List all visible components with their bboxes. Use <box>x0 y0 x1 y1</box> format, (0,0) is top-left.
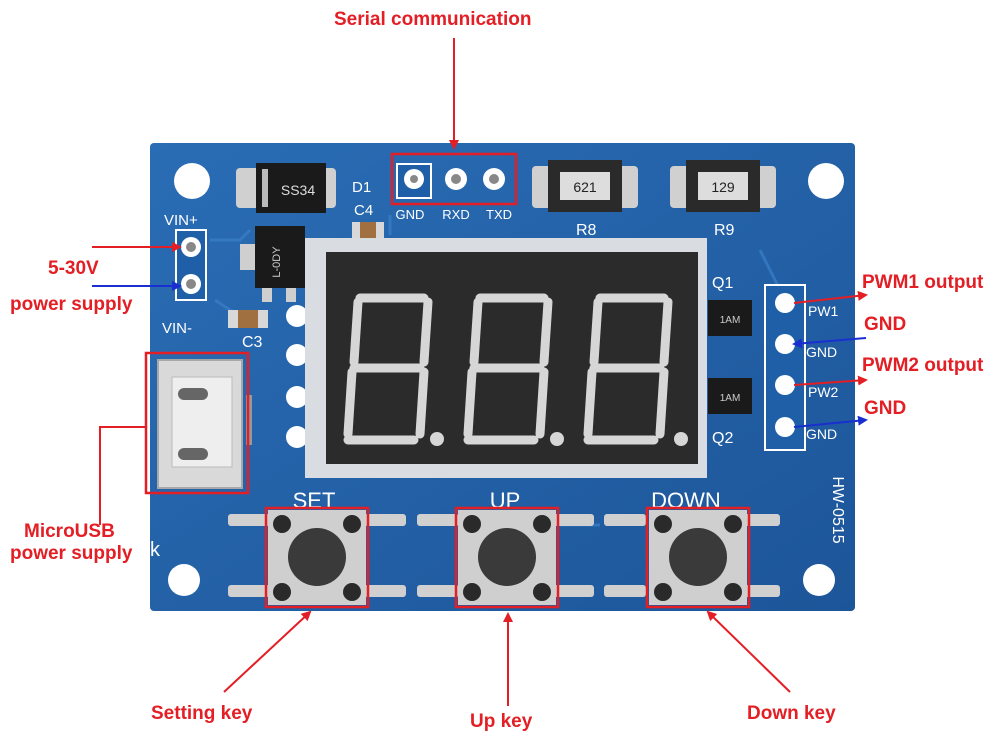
label-d1: D1 <box>352 179 371 196</box>
side-pad <box>286 386 308 408</box>
callout-pwm1: PWM1 output <box>862 272 984 293</box>
pwm2-arrow <box>793 375 868 386</box>
label-q1: Q1 <box>712 275 733 292</box>
callout-gnd1: GND <box>864 314 907 335</box>
output-pad-pw2 <box>775 375 795 395</box>
down-button <box>649 510 747 605</box>
decimal-point <box>674 432 688 446</box>
output-pad-gnd <box>775 417 795 437</box>
label-vin-plus: VIN+ <box>164 212 198 229</box>
set-button <box>268 510 366 605</box>
gnd2-arrow <box>793 415 868 428</box>
decimal-point <box>430 432 444 446</box>
mosfet-q2 <box>708 378 752 414</box>
callout-microusb-line1: MicroUSB <box>24 521 115 542</box>
callout-up-key: Up key <box>470 711 533 732</box>
callout-power-voltage: 5-30V <box>48 258 99 279</box>
key-k-label: k <box>150 539 161 561</box>
serial-highlight <box>390 152 518 206</box>
mounting-hole <box>174 163 210 199</box>
callout-down-key: Down key <box>747 703 836 724</box>
display-digits <box>343 293 673 445</box>
callout-power-supply: power supply <box>10 294 133 315</box>
setting-key-arrow <box>223 610 312 693</box>
r9-code: 129 <box>711 179 735 195</box>
microusb-leader <box>99 426 146 525</box>
callout-microusb-line2: power supply <box>10 543 133 564</box>
serial-label-gnd: GND <box>396 207 425 222</box>
up-button <box>458 510 556 605</box>
q2-code: 1AM <box>720 393 741 404</box>
label-r8: R8 <box>576 222 597 239</box>
set-highlight <box>264 506 370 609</box>
side-pad <box>286 344 308 366</box>
seven-segment-display <box>326 252 698 464</box>
pin-label-gnd: GND <box>806 344 837 360</box>
output-pad-gnd <box>775 334 795 354</box>
mounting-hole <box>168 564 200 596</box>
up-highlight <box>454 506 560 609</box>
q1-code: 1AM <box>720 315 741 326</box>
voltage-regulator <box>255 226 305 288</box>
label-c4: C4 <box>354 202 373 219</box>
down-key-arrow <box>706 610 791 693</box>
label-vin-minus: VIN- <box>162 320 192 337</box>
pin-label-pw2: PW2 <box>808 384 839 400</box>
decimal-point <box>550 432 564 446</box>
serial-label-rxd: RXD <box>442 207 469 222</box>
callout-setting-key: Setting key <box>151 703 253 724</box>
down-highlight <box>645 506 751 609</box>
pin-label-pw1: PW1 <box>808 303 839 319</box>
side-pad <box>286 305 308 327</box>
diode-band <box>262 169 268 207</box>
label-c3: C3 <box>242 334 263 351</box>
r8-code: 621 <box>573 179 597 195</box>
serial-label-txd: TXD <box>486 207 512 222</box>
model-label: HW-0515 <box>829 476 846 543</box>
label-q2: Q2 <box>712 430 733 447</box>
callout-pwm2: PWM2 output <box>862 355 984 376</box>
pwm1-arrow <box>793 290 868 304</box>
callout-serial: Serial communication <box>334 9 532 30</box>
pin-label-gnd: GND <box>806 426 837 442</box>
output-pad-pw1 <box>775 293 795 313</box>
mounting-hole <box>808 163 844 199</box>
callout-gnd2: GND <box>864 398 907 419</box>
mosfet-q1 <box>708 300 752 336</box>
regulator-code: L-0DY <box>271 246 283 278</box>
diode-code: SS34 <box>281 182 315 198</box>
microusb-highlight <box>144 351 250 495</box>
label-r9: R9 <box>714 222 735 239</box>
mounting-hole <box>803 564 835 596</box>
gnd1-arrow <box>792 337 867 349</box>
side-pad <box>286 426 308 448</box>
